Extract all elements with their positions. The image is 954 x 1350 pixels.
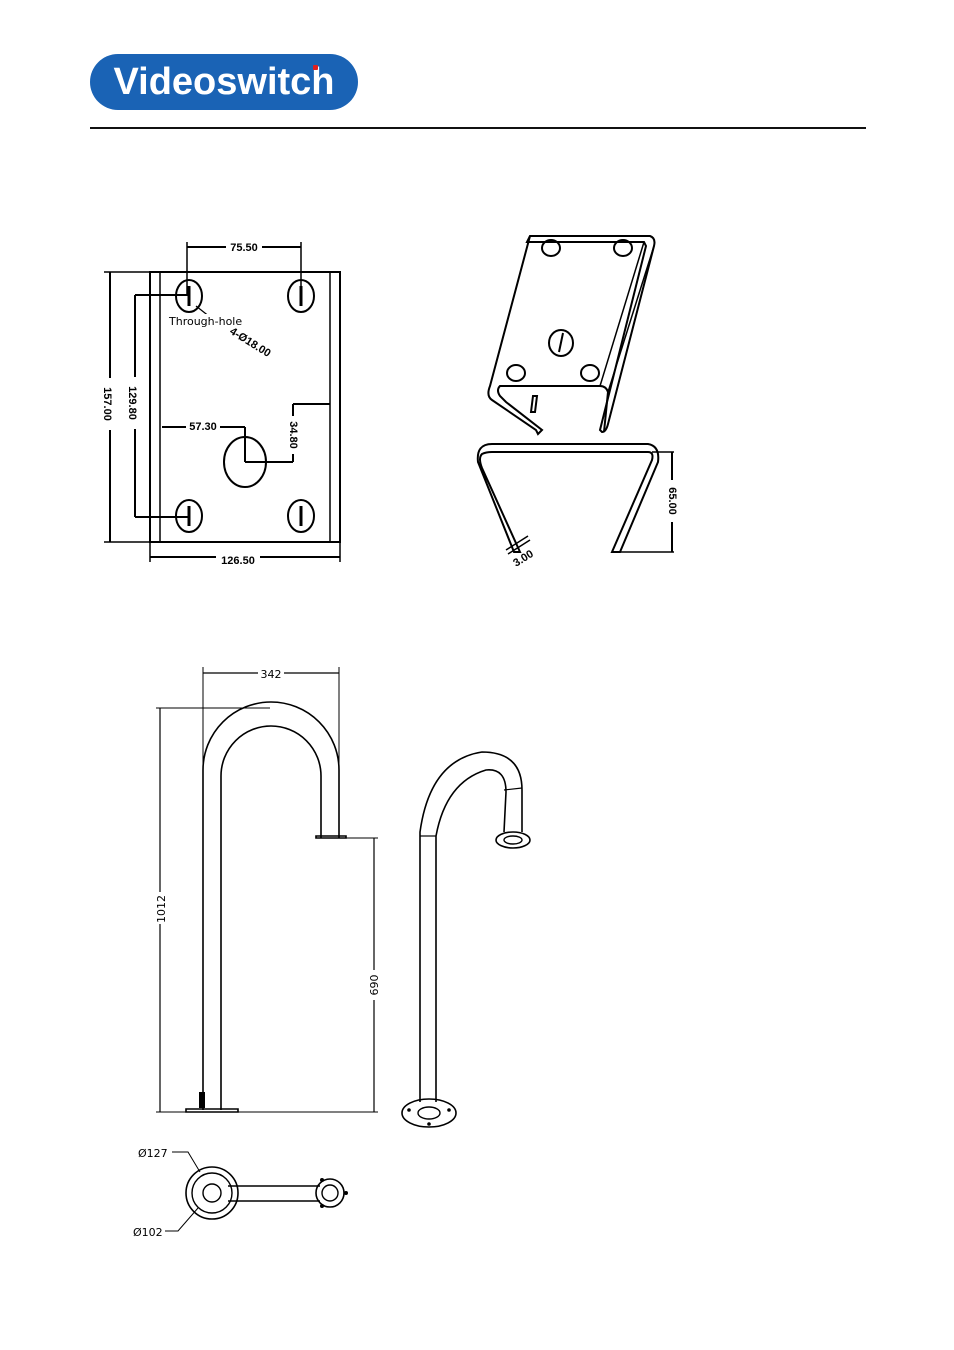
bracket-section-profile [478,444,659,552]
bracket-isometric-view [488,236,654,434]
dim-base-outer: Ø127 [138,1147,168,1160]
arm-base-plate [186,1109,238,1112]
bracket-iso-plate-back [527,236,655,432]
bracket-section-view: 65.00 3.00 [478,444,680,570]
bracket-front-view: 75.50 157.00 129.80 126.50 57.30 34.80 T… [101,240,340,567]
bracket-plate-outline [150,272,340,542]
arm-front-view: 342 1012 690 [153,666,381,1112]
dim-base-inner: Ø102 [133,1226,163,1239]
arm-iso-end-flange [496,832,530,848]
arm-top-base-outer [186,1167,238,1219]
arm-isometric-view [402,752,530,1127]
iso-slot [531,396,537,412]
dim-inner-height: 129.80 [126,386,138,420]
arm-base-gusset [199,1092,205,1108]
note-hole-type: Through-hole [168,315,242,328]
arm-top-end-flange [316,1179,344,1207]
arm-top-view: Ø127 Ø102 [133,1147,348,1239]
dim-reach: 342 [261,668,282,681]
iso-hole-4 [581,365,599,381]
dim-hole-spacing: 75.50 [230,242,258,254]
dim-outer-height: 157.00 [101,387,113,421]
dim-section-height: 65.00 [666,487,678,515]
dim-width: 126.50 [221,555,255,567]
note-hole-spec: 4-Ø18.00 [227,325,272,359]
leader-base-outer [172,1152,200,1172]
iso-hole-3 [507,365,525,381]
arm-iso-tube-inner [436,770,506,1102]
arm-tube-outer [203,702,339,1110]
dim-drop-height: 690 [368,975,381,996]
arm-tube-inner [221,726,321,1110]
bracket-iso-plate-front [488,236,608,434]
dim-center-x: 57.30 [189,421,217,433]
dim-total-height: 1012 [155,895,168,923]
dim-center-y: 34.80 [287,421,299,449]
arm-top-base-inner [192,1173,232,1213]
